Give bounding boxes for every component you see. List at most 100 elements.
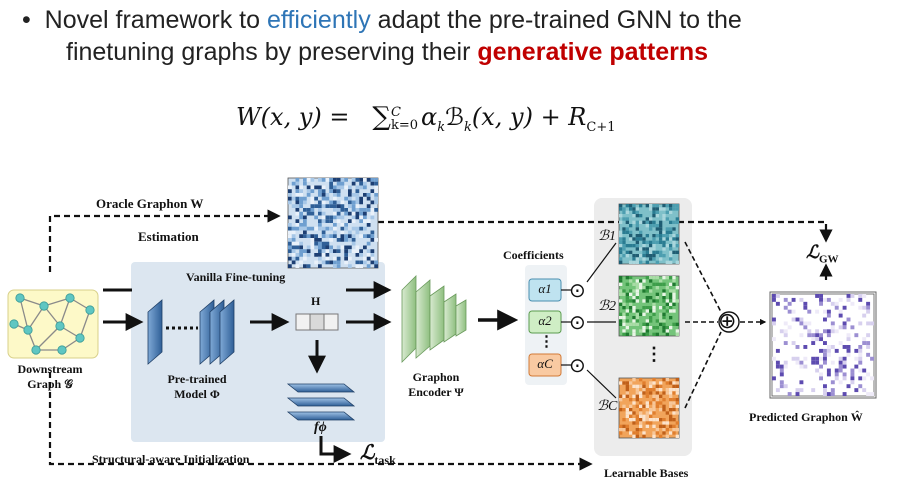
matrix-cell bbox=[299, 260, 303, 265]
matrix-cell bbox=[675, 286, 679, 290]
matrix-cell bbox=[642, 220, 646, 224]
matrix-cell bbox=[318, 178, 322, 182]
matrix-cell bbox=[672, 428, 676, 432]
matrix-cell bbox=[662, 276, 666, 280]
matrix-cell bbox=[675, 434, 679, 438]
matrix-cell bbox=[303, 264, 307, 268]
matrix-cell bbox=[635, 384, 639, 388]
matrix-cell bbox=[652, 309, 656, 313]
matrix-cell bbox=[870, 321, 874, 326]
matrix-cell bbox=[629, 411, 633, 415]
matrix-cell bbox=[649, 381, 653, 385]
matrix-cell bbox=[659, 257, 663, 261]
matrix-cell bbox=[655, 276, 659, 280]
matrix-cell bbox=[649, 421, 653, 425]
matrix-cell bbox=[652, 332, 656, 336]
matrix-cell bbox=[669, 414, 673, 418]
matrix-cell bbox=[635, 279, 639, 283]
matrix-cell bbox=[823, 317, 827, 322]
matrix-cell bbox=[645, 254, 649, 258]
matrix-cell bbox=[659, 401, 663, 405]
matrix-cell bbox=[642, 381, 646, 385]
matrix-cell bbox=[815, 309, 820, 314]
matrix-cell bbox=[314, 234, 318, 238]
matrix-cell bbox=[629, 260, 633, 264]
matrix-cell bbox=[632, 244, 636, 248]
matrix-cell bbox=[619, 302, 623, 306]
matrix-cell bbox=[306, 226, 311, 231]
matrix-cell bbox=[642, 306, 646, 310]
matrix-cell bbox=[622, 332, 626, 336]
matrix-cell bbox=[815, 356, 820, 361]
f-phi-label: fϕ bbox=[314, 420, 327, 435]
matrix-cell bbox=[288, 226, 292, 231]
formula-basis-args: (x, y) + R bbox=[471, 103, 587, 131]
matrix-cell bbox=[299, 193, 303, 197]
matrix-cell bbox=[625, 408, 629, 412]
matrix-cell bbox=[635, 418, 639, 422]
matrix-cell bbox=[366, 219, 371, 223]
matrix-cell bbox=[639, 411, 643, 415]
matrix-cell bbox=[830, 392, 835, 396]
matrix-cell bbox=[655, 227, 659, 231]
matrix-cell bbox=[838, 364, 843, 369]
matrix-cell bbox=[675, 250, 679, 254]
matrix-cell bbox=[826, 368, 831, 373]
matrix-cell bbox=[374, 196, 378, 201]
matrix-cell bbox=[846, 333, 851, 338]
matrix-cell bbox=[662, 322, 666, 326]
matrix-cell bbox=[310, 238, 315, 242]
matrix-cell bbox=[645, 224, 649, 228]
matrix-cell bbox=[662, 319, 666, 323]
matrix-cell bbox=[314, 260, 318, 265]
matrix-cell bbox=[645, 299, 649, 303]
matrix-cell bbox=[838, 380, 843, 385]
matrix-cell bbox=[639, 329, 643, 333]
matrix-cell bbox=[351, 193, 356, 197]
matrix-cell bbox=[348, 256, 352, 261]
matrix-cell bbox=[370, 260, 375, 265]
matrix-cell bbox=[374, 264, 378, 268]
matrix-cell bbox=[321, 241, 326, 246]
matrix-cell bbox=[642, 322, 646, 326]
matrix-cell bbox=[635, 286, 639, 290]
matrix-cell bbox=[866, 352, 871, 357]
matrix-cell bbox=[344, 196, 348, 201]
matrix-cell bbox=[629, 292, 633, 296]
matrix-cell bbox=[635, 214, 639, 218]
matrix-cell bbox=[318, 245, 322, 250]
matrix-cell bbox=[799, 364, 804, 369]
matrix-cell bbox=[622, 302, 626, 306]
matrix-cell bbox=[329, 185, 333, 190]
matrix-cell bbox=[336, 260, 341, 265]
matrix-cell bbox=[649, 289, 653, 293]
matrix-cell bbox=[625, 230, 629, 234]
matrix-cell bbox=[815, 329, 820, 334]
matrix-cell bbox=[858, 356, 863, 361]
matrix-cell bbox=[619, 237, 623, 241]
matrix-cell bbox=[314, 196, 318, 201]
matrix-cell bbox=[333, 185, 337, 190]
matrix-cell bbox=[652, 237, 656, 241]
matrix-cell bbox=[783, 297, 788, 302]
matrix-cell bbox=[649, 217, 653, 221]
matrix-cell bbox=[619, 282, 623, 286]
matrix-cell bbox=[619, 220, 623, 224]
matrix-cell bbox=[291, 226, 296, 231]
matrix-cell bbox=[306, 234, 311, 238]
matrix-cell bbox=[325, 241, 330, 246]
matrix-cell bbox=[652, 381, 656, 385]
matrix-cell bbox=[632, 329, 636, 333]
matrix-cell bbox=[823, 297, 827, 302]
matrix-cell bbox=[655, 234, 659, 238]
matrix-cell bbox=[645, 247, 649, 251]
matrix-cell bbox=[629, 302, 633, 306]
matrix-cell bbox=[336, 193, 341, 197]
matrix-cell bbox=[850, 372, 855, 377]
matrix-cell bbox=[625, 326, 629, 330]
matrix-cell bbox=[291, 196, 296, 201]
matrix-cell bbox=[649, 391, 653, 395]
matrix-cell bbox=[783, 321, 788, 326]
matrix-cell bbox=[659, 240, 663, 244]
matrix-cell bbox=[669, 207, 673, 211]
